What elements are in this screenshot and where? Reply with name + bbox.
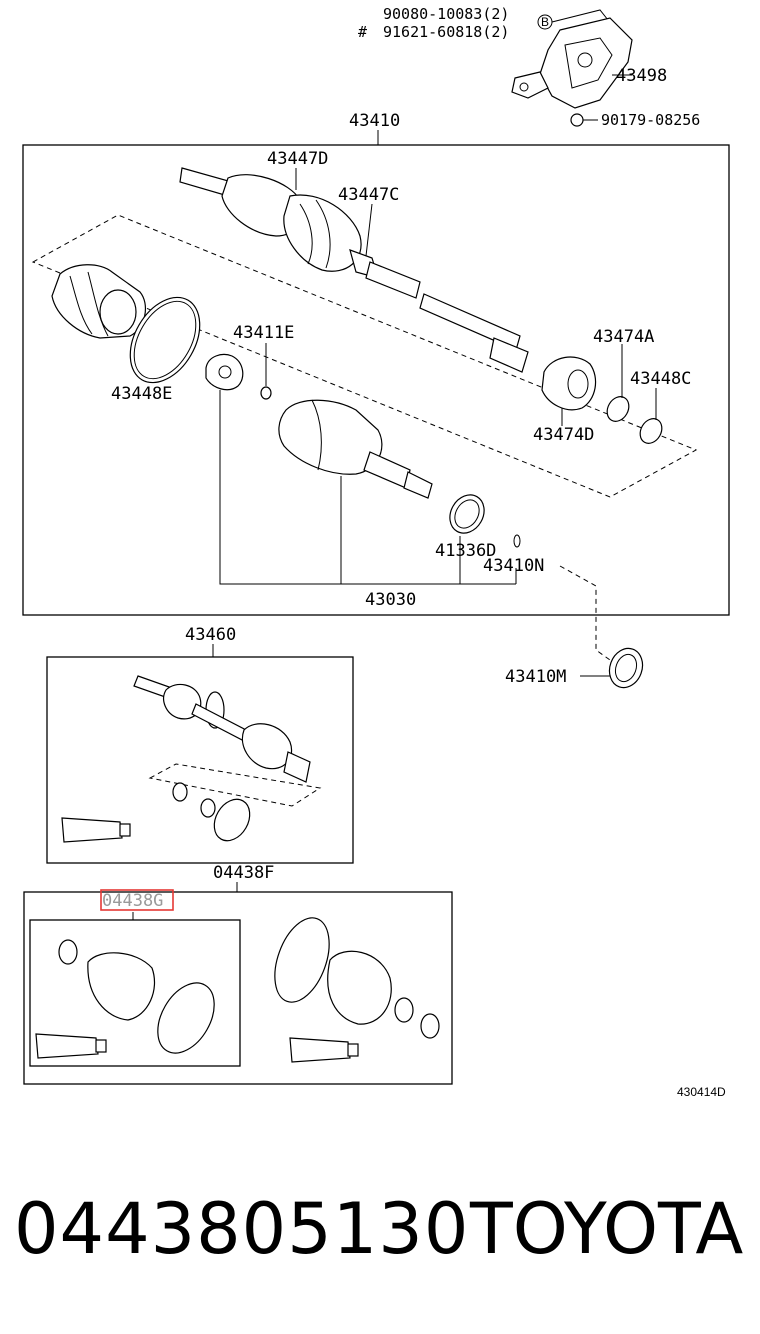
inner-joint-neck xyxy=(363,451,411,489)
shaft-bar-2 xyxy=(419,293,521,351)
clamp-43448c[interactable] xyxy=(636,415,666,448)
seal-43410m[interactable] xyxy=(604,644,648,693)
outer-shaft-drawing[interactable] xyxy=(179,167,529,373)
boot-kit-g-box xyxy=(29,919,241,1067)
damper-bore xyxy=(567,369,589,399)
shaft-60-dashed xyxy=(148,763,322,807)
shaft-assembly-group: 43410 43447D 43447C xyxy=(22,111,730,616)
seal-43410m-inner xyxy=(614,653,638,683)
inner-boot-mouth xyxy=(99,289,137,335)
kit-f-clamp-2[interactable] xyxy=(420,1013,440,1039)
highlight-boot-kit-g xyxy=(100,889,174,911)
kit-g-grease-tube[interactable] xyxy=(35,1033,99,1059)
label-boot-d[interactable]: 43447D xyxy=(267,149,328,169)
kit-g-boot[interactable] xyxy=(87,952,156,1021)
outer-boot xyxy=(283,194,362,272)
bracket-ear-hole xyxy=(519,82,529,92)
label-band-c[interactable]: 43448C xyxy=(630,369,691,389)
band-43448e-inner xyxy=(133,300,197,380)
ring-41336d[interactable] xyxy=(443,489,491,540)
label-band-e[interactable]: 43448E xyxy=(111,384,172,404)
label-bolt-a[interactable]: 90080-10083(2) xyxy=(383,5,509,23)
grease-tube-1[interactable] xyxy=(61,817,123,843)
small-boot[interactable] xyxy=(241,723,293,770)
grease-tube-1-cap xyxy=(119,823,131,837)
clamp-43474a[interactable] xyxy=(603,393,633,426)
label-circle-b: B xyxy=(541,15,549,29)
bracket-group: 90080-10083(2) # 91621-60818(2) B 43498 … xyxy=(358,5,700,129)
label-nut[interactable]: 90179-08256 xyxy=(601,111,700,129)
footer-part-number: 0443805130 xyxy=(14,1188,470,1270)
inner-boot-rib-1 xyxy=(69,275,93,335)
inner-spline xyxy=(489,337,529,373)
kit-f-band[interactable] xyxy=(264,910,339,1009)
shaft-43460-group: 43460 xyxy=(46,625,354,864)
label-bolt-b-mark: # xyxy=(358,23,367,41)
kit-f-grease-tube[interactable] xyxy=(289,1037,351,1063)
bracket-detail xyxy=(564,37,613,89)
bracket-hole xyxy=(577,52,593,68)
kit-f-grease-cap xyxy=(347,1043,359,1057)
inner-joint-housing xyxy=(278,399,383,475)
kit-g-band[interactable] xyxy=(146,973,226,1063)
small-boot-cap[interactable] xyxy=(207,793,257,847)
nut-90179[interactable] xyxy=(570,113,584,127)
bracket-43498[interactable] xyxy=(539,17,633,109)
label-joint[interactable]: 43030 xyxy=(365,590,416,610)
leader-bolt xyxy=(551,9,609,23)
leader-boot-c xyxy=(365,203,373,257)
label-shaft-assy[interactable]: 43410 xyxy=(349,111,400,131)
boot-rib-2 xyxy=(315,199,331,269)
leader-seal-n-dashed xyxy=(559,565,611,661)
leader-joint-bracket xyxy=(219,390,516,585)
label-damper-d[interactable]: 43474D xyxy=(533,425,594,445)
shaft-assembly-box xyxy=(22,144,730,616)
label-bolt-b[interactable]: 91621-60818(2) xyxy=(383,23,509,41)
shaft-bar-1 xyxy=(365,261,421,299)
shaft-43460-box xyxy=(46,656,354,864)
label-seal-n[interactable]: 43410N xyxy=(483,556,544,576)
kit-g-clamp-1[interactable] xyxy=(58,939,78,965)
label-bracket[interactable]: 43498 xyxy=(616,66,667,86)
inner-joint-spline xyxy=(403,471,433,499)
footer-brand: TOYOTA xyxy=(470,1188,744,1270)
boot-kit-f-box xyxy=(23,891,453,1085)
ring-41336d-inner xyxy=(454,499,480,529)
boot-rib-1 xyxy=(299,203,313,265)
diagram-ref-code: 430414D xyxy=(677,1085,726,1099)
tripod-center xyxy=(218,365,232,379)
snap-ring-41336d-small xyxy=(513,534,521,548)
boot-kit-f-group: 04438F 04438G xyxy=(23,863,453,1085)
inner-boot-drawing[interactable] xyxy=(51,264,147,339)
inner-joint-rib xyxy=(311,399,322,471)
label-boot-c[interactable]: 43447C xyxy=(338,185,399,205)
footer: 0443805130 TOYOTA xyxy=(0,1180,760,1300)
label-boot-kit-f[interactable]: 04438F xyxy=(213,863,274,883)
kit-f-clamp-1[interactable] xyxy=(394,997,414,1023)
label-seal-m[interactable]: 43410M xyxy=(505,667,566,687)
label-shaft-60[interactable]: 43460 xyxy=(185,625,236,645)
kit-f-boot[interactable] xyxy=(327,950,392,1025)
boot-kit-dashed-region xyxy=(31,214,698,498)
snap-ring-43411e[interactable] xyxy=(260,386,272,400)
tripod-43411e[interactable] xyxy=(205,353,244,391)
label-damper-a[interactable]: 43474A xyxy=(593,327,654,347)
small-clamp-2[interactable] xyxy=(200,798,216,818)
small-clamp-1[interactable] xyxy=(172,782,188,802)
label-snap-ring[interactable]: 41336D xyxy=(435,541,496,561)
label-clamp-e[interactable]: 43411E xyxy=(233,323,294,343)
label-boot-kit-g[interactable]: 04438G xyxy=(102,891,163,911)
inner-joint-drawing[interactable] xyxy=(278,399,433,499)
inner-boot-rib-2 xyxy=(87,271,109,337)
kit-g-grease-cap xyxy=(95,1039,107,1053)
bracket-ear xyxy=(511,71,549,99)
small-inner-spline xyxy=(283,751,311,783)
